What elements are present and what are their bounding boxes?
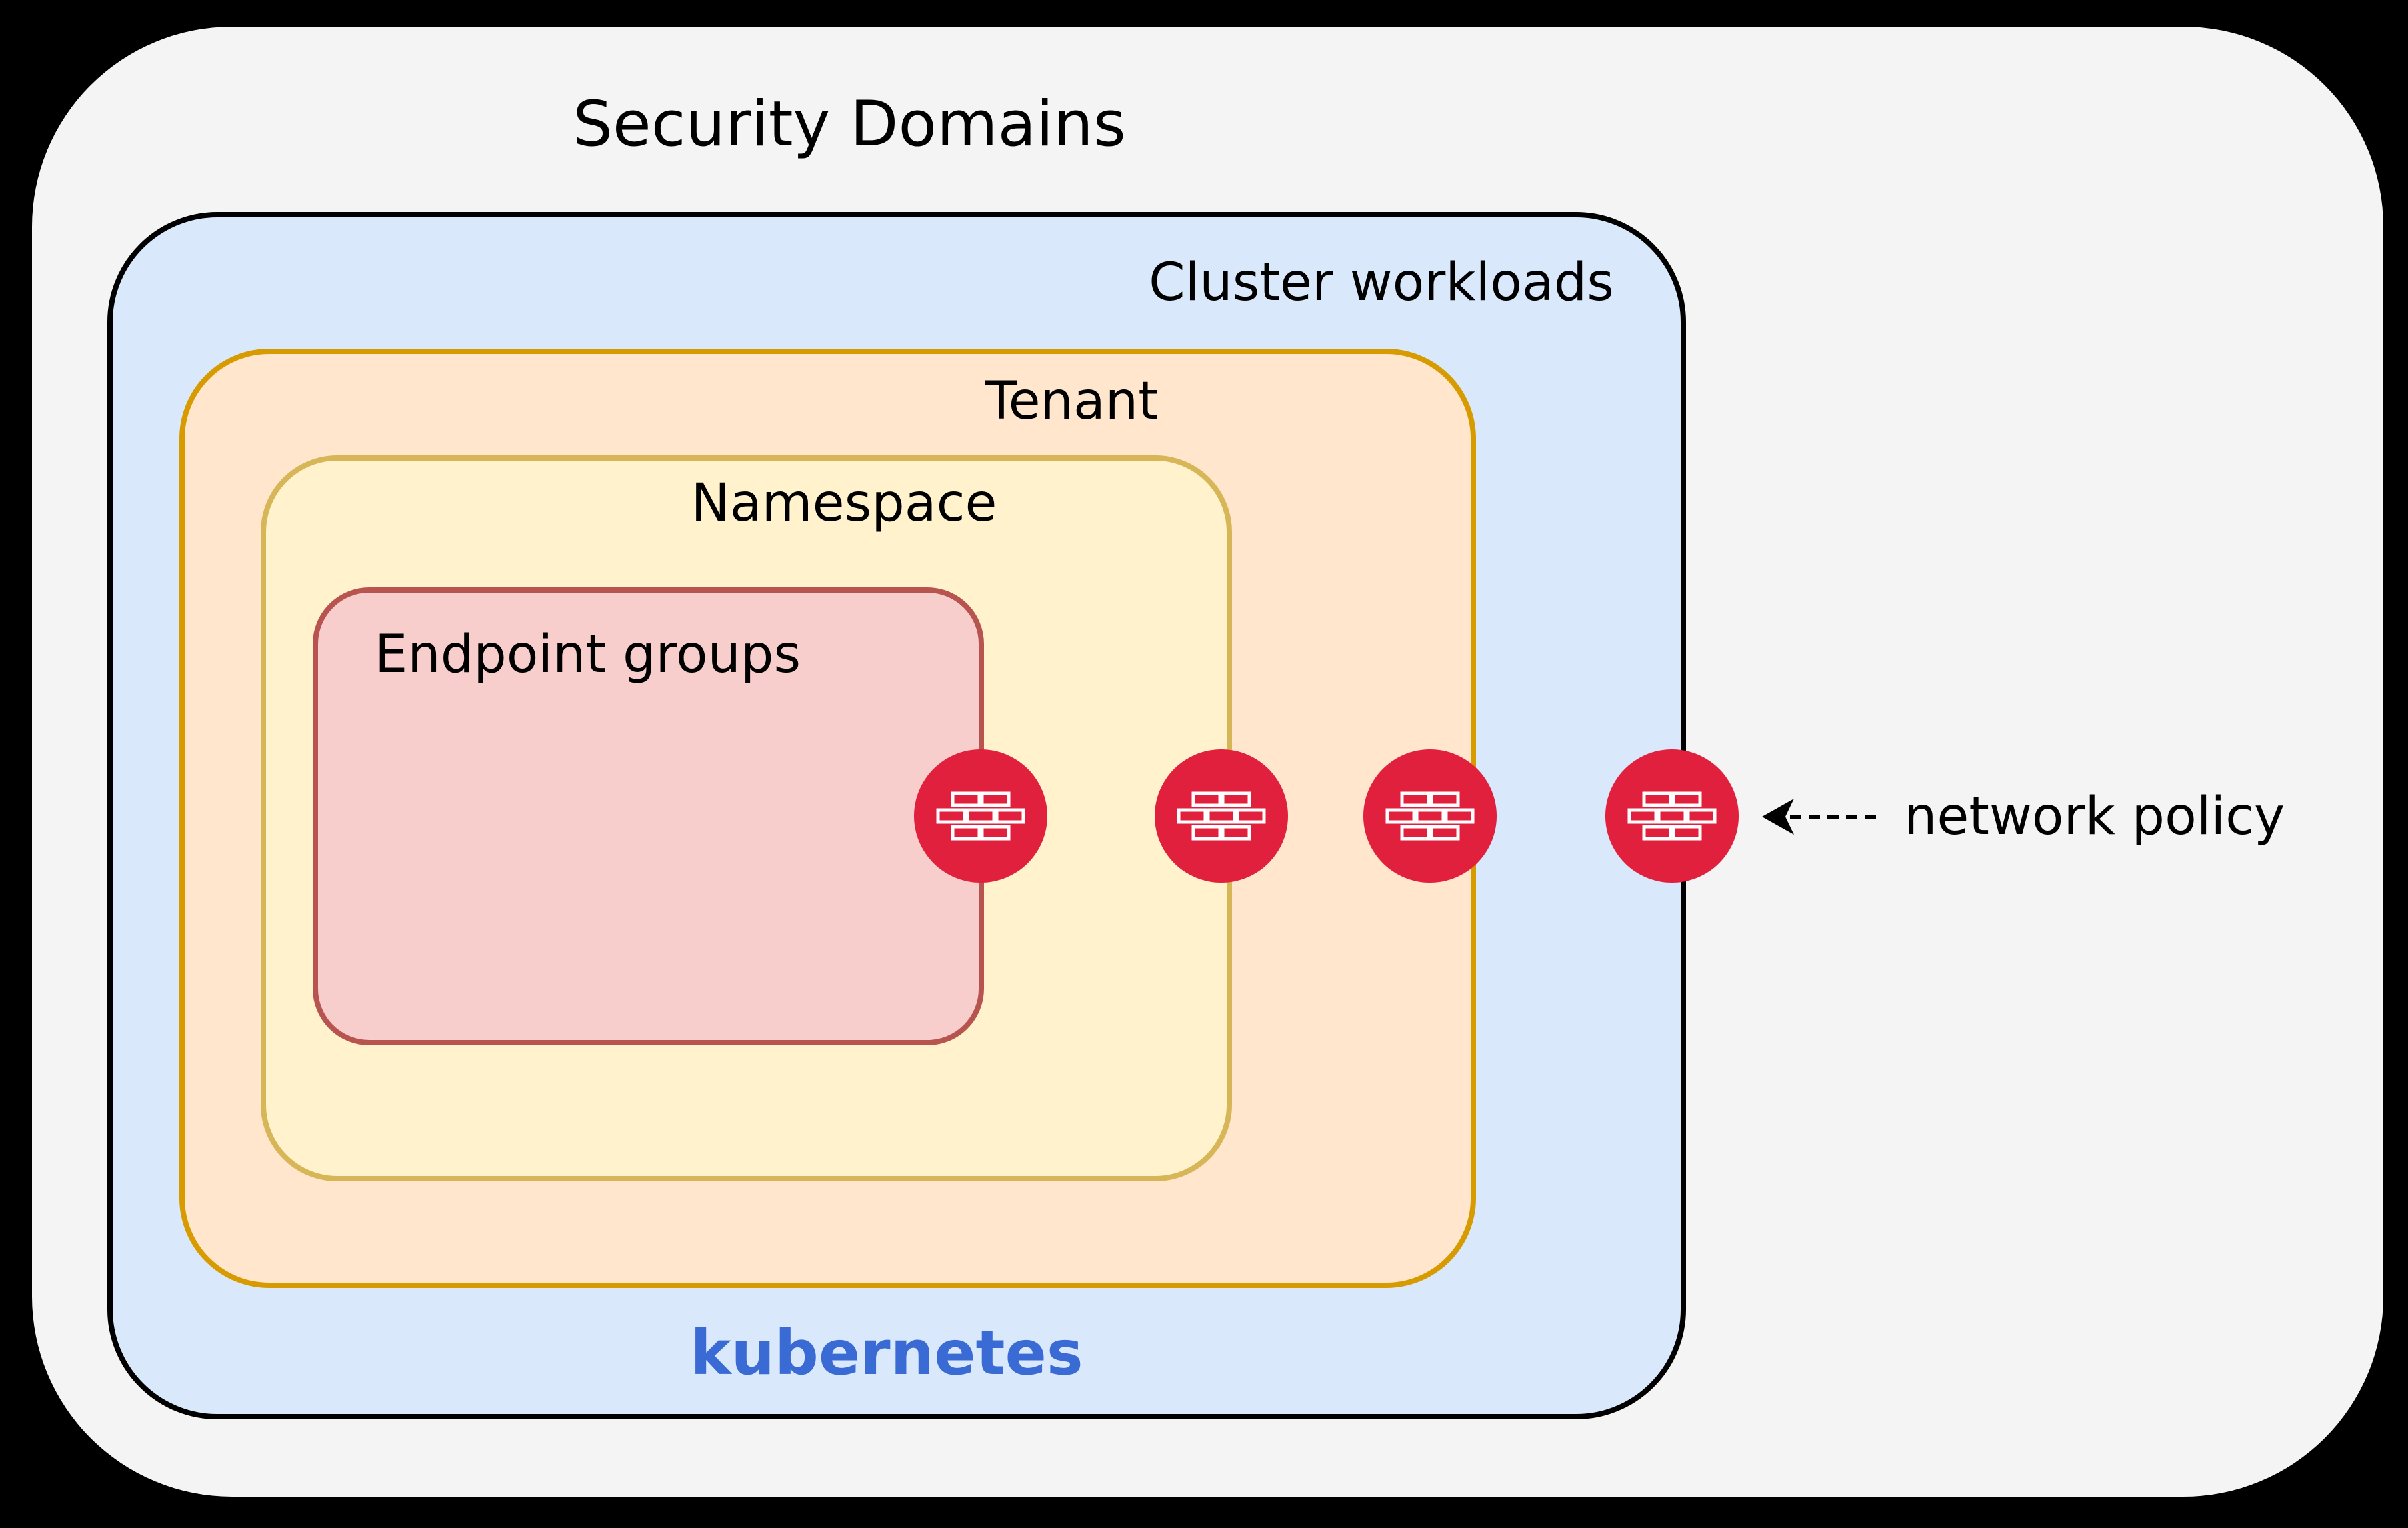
network-policy-arrow-icon bbox=[1762, 799, 1879, 835]
network-policy-label: network policy bbox=[1904, 787, 2285, 847]
firewall-icon bbox=[1363, 749, 1497, 883]
firewall-icon bbox=[1155, 749, 1288, 883]
tenant-label: Tenant bbox=[985, 371, 1159, 431]
namespace-label: Namespace bbox=[691, 473, 997, 533]
cluster-workloads-label: Cluster workloads bbox=[1149, 253, 1614, 313]
endpoint-groups-box bbox=[313, 587, 984, 1045]
page-title: Security Domains bbox=[573, 88, 1126, 161]
firewall-icon bbox=[1605, 749, 1739, 883]
endpoint-groups-label: Endpoint groups bbox=[375, 625, 801, 685]
firewall-icon bbox=[914, 749, 1047, 883]
kubernetes-label: kubernetes bbox=[690, 1317, 1083, 1389]
